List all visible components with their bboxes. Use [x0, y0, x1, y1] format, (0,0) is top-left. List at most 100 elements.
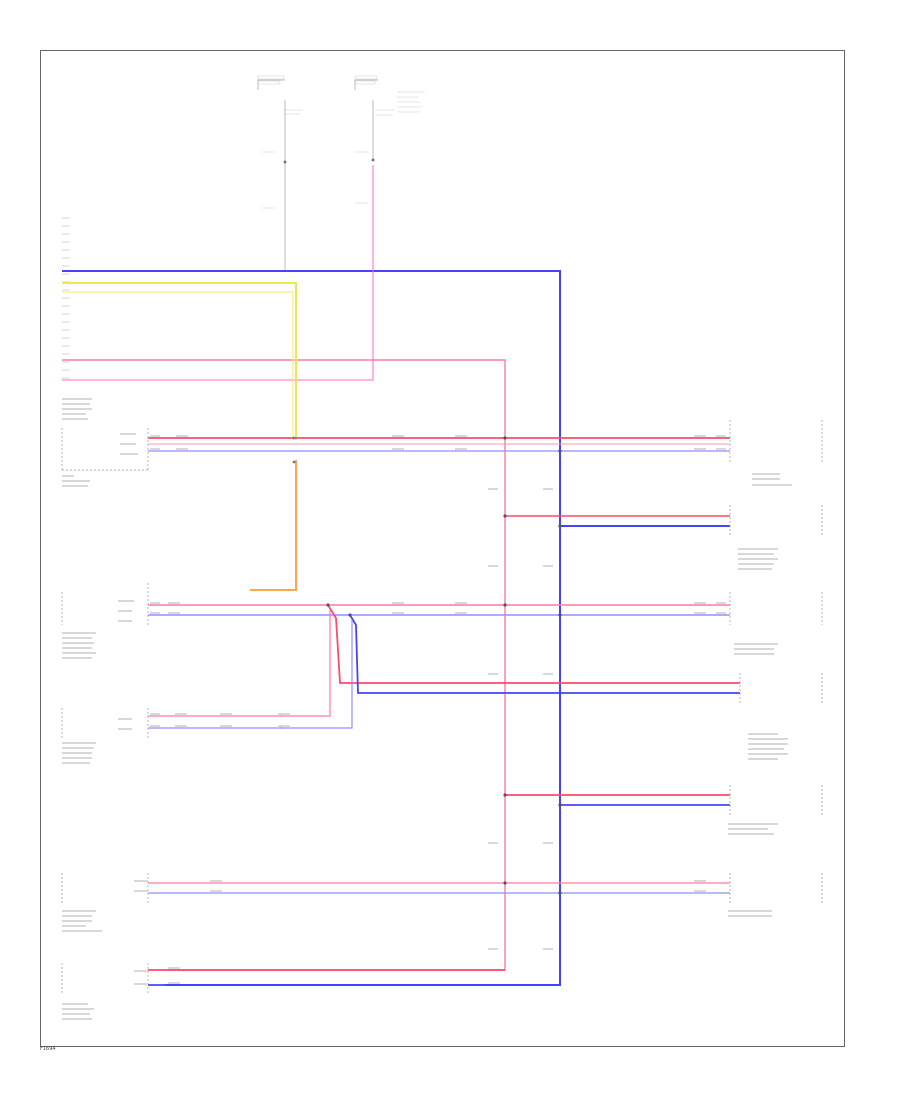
label-bar	[716, 435, 726, 437]
label-bar	[62, 657, 92, 659]
label-bar	[734, 643, 778, 645]
top-right-fuse-connector	[354, 75, 425, 204]
label-bar	[543, 948, 553, 950]
label-bar	[62, 1013, 90, 1015]
label-bar	[62, 747, 94, 749]
label-bar	[728, 823, 778, 825]
label-bar	[134, 880, 148, 882]
label-bar	[168, 967, 180, 969]
label-bar	[62, 642, 94, 644]
label-bar	[134, 983, 148, 985]
label-bar	[278, 725, 290, 727]
label-bar	[738, 568, 772, 570]
label-bar	[62, 762, 90, 764]
label-bar	[738, 558, 778, 560]
steering-angle-circuit	[503, 793, 730, 807]
label-bar	[62, 408, 92, 410]
label-bar	[220, 725, 232, 727]
label-bar	[118, 600, 134, 602]
label-bar	[168, 602, 180, 604]
label-bar	[62, 925, 86, 927]
label-bar	[392, 448, 404, 450]
label-bar	[752, 484, 792, 486]
label-bar	[62, 475, 74, 477]
main-blue-bus	[62, 270, 561, 986]
label-bar	[455, 448, 467, 450]
label-bar	[62, 930, 102, 932]
label-bar	[488, 948, 498, 950]
label-bar	[62, 1003, 88, 1005]
label-bar	[150, 435, 160, 437]
label-bar	[62, 480, 90, 482]
label-bar	[278, 713, 290, 715]
label-bar	[150, 612, 160, 614]
label-bar	[728, 910, 772, 912]
label-bar	[488, 673, 498, 675]
label-bar	[62, 632, 96, 634]
diagram-frame	[40, 50, 845, 1047]
label-bar	[738, 553, 774, 555]
label-bar	[175, 725, 187, 727]
label-bar	[543, 842, 553, 844]
label-bar	[543, 673, 553, 675]
label-bar	[62, 757, 92, 759]
label-bar	[150, 713, 160, 715]
intelligent-key-circuit	[503, 514, 730, 528]
label-bar	[488, 842, 498, 844]
label-bar	[220, 713, 232, 715]
label-bar	[392, 612, 404, 614]
label-bar	[748, 748, 784, 750]
label-bar	[134, 890, 148, 892]
label-bar	[716, 602, 726, 604]
label-bar	[694, 890, 706, 892]
label-bar	[728, 828, 768, 830]
label-bar	[455, 435, 467, 437]
label-bar	[118, 620, 132, 622]
label-bar	[738, 548, 778, 550]
label-bar	[716, 448, 726, 450]
left-connector-pin-ticks	[62, 217, 70, 379]
label-bar	[62, 418, 88, 420]
label-bar	[168, 982, 180, 984]
label-bar	[62, 742, 96, 744]
yellow-feed	[62, 282, 297, 591]
label-bar	[118, 718, 132, 720]
label-bar	[62, 413, 86, 415]
label-bar	[120, 453, 138, 455]
bottom-module-circuit	[148, 969, 560, 986]
label-bar	[62, 637, 92, 639]
label-bar	[752, 478, 780, 480]
label-bar	[62, 920, 92, 922]
label-bar	[62, 647, 92, 649]
label-bar	[748, 733, 778, 735]
label-bar	[748, 743, 788, 745]
label-bar	[175, 713, 187, 715]
footer-code: F1694	[40, 1046, 56, 1052]
label-bar	[118, 728, 132, 730]
av-control-circuit	[148, 881, 730, 895]
label-bar	[210, 880, 222, 882]
label-bar	[120, 433, 136, 435]
label-bar	[752, 473, 780, 475]
label-bar	[62, 1008, 94, 1010]
label-bar	[150, 602, 160, 604]
label-bar	[734, 653, 774, 655]
label-bar	[748, 753, 788, 755]
right-component-boxes	[729, 420, 823, 905]
label-bar	[210, 890, 222, 892]
label-bar	[748, 758, 778, 760]
label-bar	[134, 970, 148, 972]
label-bar	[694, 612, 706, 614]
abs-actuator-circuit	[148, 603, 740, 729]
label-bar	[168, 612, 180, 614]
label-bar	[62, 915, 92, 917]
label-bar	[176, 435, 188, 437]
combination-meter-circuit	[148, 436, 730, 464]
magenta-feed	[62, 165, 374, 381]
label-bar	[120, 443, 136, 445]
label-bar	[62, 403, 90, 405]
label-bar	[62, 1018, 92, 1020]
label-bar	[392, 435, 404, 437]
tcm-circuit	[148, 715, 282, 729]
